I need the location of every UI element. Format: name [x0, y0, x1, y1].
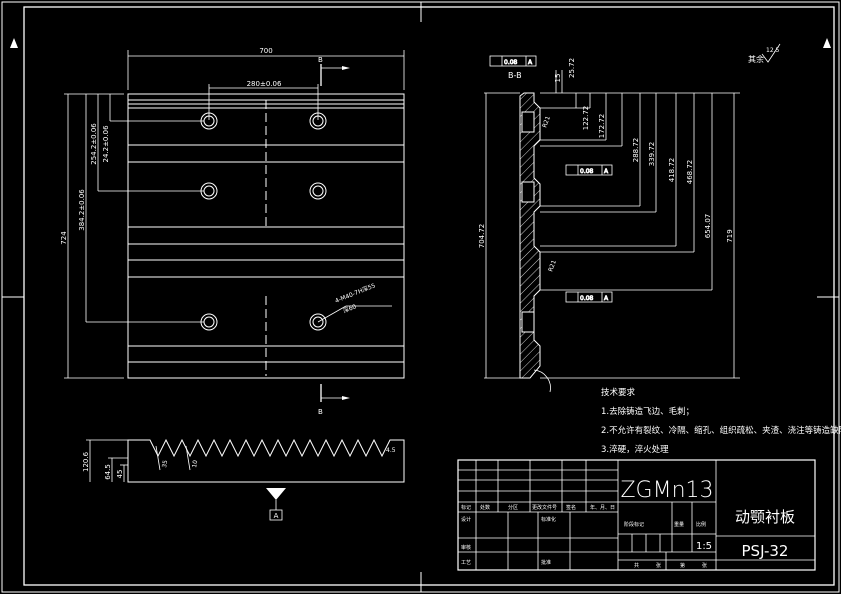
side-dim-5: 4.5 [386, 447, 396, 454]
hole-row2-dim: 254.2±0.06 [90, 123, 98, 165]
bolt-hole [309, 313, 327, 331]
side-dim-0: 120.6 [82, 451, 90, 472]
side-dim-4: 10 [191, 459, 199, 468]
note-3: 3.淬硬，淬火处理 [601, 444, 669, 455]
tolerance-frame [489, 55, 537, 67]
side-dim-3: 35 [161, 459, 169, 468]
side-dim-2: 45 [116, 470, 124, 479]
material: ZGMn13 [620, 478, 713, 503]
tolerance-datum: A [604, 168, 609, 175]
bottom-sheets: 张 [656, 562, 661, 569]
section-label-top: B [318, 56, 323, 64]
width-dim: 700 [259, 47, 272, 55]
roughness-label: 其余 [748, 54, 764, 64]
bottom-sheet: 张 [702, 562, 707, 569]
tolerance-value: 0.08 [580, 168, 594, 175]
section-dim-2: 122.72 [582, 106, 590, 131]
hdr-date: 年、月、日 [590, 504, 615, 511]
section-dim-0: 15 [554, 74, 562, 83]
hdr-change: 更改文件号 [532, 504, 557, 511]
stage-scale: 比例 [696, 521, 706, 528]
section-dim-7: 468.72 [686, 160, 694, 185]
bolt-hole-inner [203, 316, 215, 328]
section-label-bottom: B [318, 408, 323, 416]
notes-title: 技术要求 [601, 387, 636, 398]
note-2: 2.不允许有裂纹、冷隔、缩孔、组织疏松、夹渣、浇注等铸造缺陷； [601, 425, 841, 436]
tolerance-frame [565, 291, 613, 303]
section-dim-5: 339.72 [648, 142, 656, 167]
title-block: ZGMn13 动颚衬板 PSJ-32 1:5 标记 处数 分区 更改文件号 签名… [457, 459, 816, 571]
side-view: A 120.6 64.5 45 35 10 4.5 [82, 438, 405, 521]
stage-weight: 重量 [674, 521, 684, 528]
bolt-hole-inner [203, 185, 215, 197]
row-process: 工艺 [461, 560, 471, 566]
radius-label-1: R21 [541, 115, 552, 129]
scale-value: 1:5 [696, 541, 712, 552]
datum-label: A [274, 512, 279, 520]
side-dim-1: 64.5 [104, 464, 112, 480]
section-dim-1: 25.72 [568, 58, 576, 78]
technical-notes: 技术要求 1.去除铸造飞边、毛刺； 2.不允许有裂纹、冷隔、缩孔、组织疏松、夹渣… [601, 387, 841, 455]
note-1: 1.去除铸造飞边、毛刺； [601, 406, 694, 417]
top-view: 700 280±0.06 724 384.2±0.06 254.2±0.06 2… [60, 47, 405, 416]
bolt-hole-inner [312, 185, 324, 197]
bolt-hole-inner [312, 316, 324, 328]
hole-callout: 4-M40-7H深55 [334, 281, 377, 305]
tolerance-datum: A [604, 295, 609, 302]
mid-approve: 批准 [541, 559, 551, 566]
roughness-value: 12.5 [766, 47, 780, 54]
mid-standard: 标准化 [541, 516, 556, 523]
tolerance-value: 0.08 [504, 59, 518, 66]
bottom-total: 共 [634, 562, 639, 569]
row-design: 设计 [461, 516, 471, 523]
hdr-zone: 分区 [508, 504, 518, 511]
overall-height-dim: 704.72 [478, 224, 486, 249]
tolerance-value: 0.08 [580, 295, 594, 302]
hdr-count: 处数 [480, 504, 490, 511]
section-dim-4: 288.72 [632, 138, 640, 163]
bolt-hole [309, 182, 327, 200]
drawing-number: PSJ-32 [742, 542, 789, 560]
hdr-sign: 签名 [566, 504, 576, 511]
radius-label-2: R21 [547, 259, 558, 273]
bottom-page: 第 [680, 562, 685, 569]
part-name: 动颚衬板 [735, 508, 795, 526]
hole-spacing-dim: 280±0.06 [247, 80, 282, 88]
section-title: B-B [508, 71, 522, 80]
stage-mark: 阶段标记 [624, 521, 644, 528]
tolerance-datum: A [528, 59, 533, 66]
section-dim-3: 172.72 [598, 114, 606, 139]
hole-row3-dim: 384.2±0.06 [78, 189, 86, 231]
section-dim-8: 654.07 [704, 214, 712, 239]
hdr-mark: 标记 [461, 504, 471, 511]
tolerance-frame [565, 164, 613, 176]
section-dim-6: 418.72 [668, 158, 676, 183]
row-review: 审核 [461, 544, 471, 551]
hole-callout-depth: 深60 [342, 302, 358, 315]
hole-row1-dim: 24.2±0.06 [102, 125, 110, 163]
height-dim: 724 [60, 231, 68, 245]
section-dim-9: 719 [726, 229, 734, 242]
